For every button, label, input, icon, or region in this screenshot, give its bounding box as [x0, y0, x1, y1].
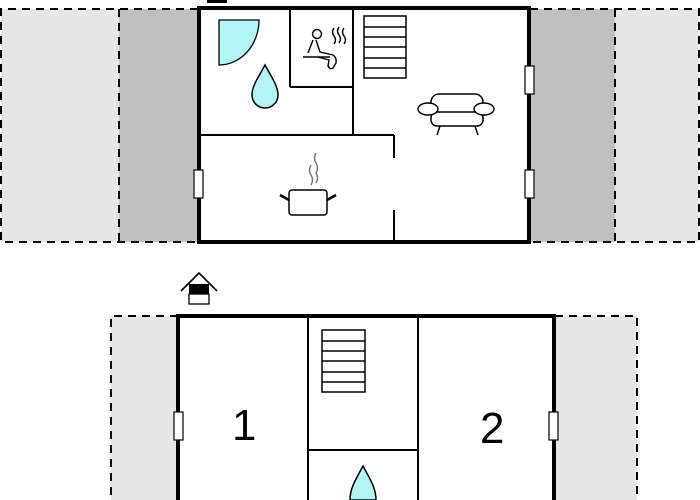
window	[548, 411, 559, 441]
right-terrace	[555, 316, 637, 500]
left-terrace-outer	[1, 9, 119, 242]
window	[193, 169, 204, 199]
ground-floor: 1 2	[110, 271, 638, 500]
sauna-icon	[303, 26, 347, 70]
shower-icon	[218, 19, 260, 66]
left-terrace-outline	[0, 8, 198, 243]
room-label-1: 1	[232, 401, 256, 450]
left-terrace	[111, 316, 178, 500]
armchair-icon	[417, 93, 495, 136]
window	[173, 411, 184, 441]
left-terrace-inner	[119, 9, 198, 242]
room-label-2: 2	[480, 404, 504, 453]
window	[524, 65, 535, 95]
right-terrace-outer	[615, 9, 699, 242]
left-terrace-outline	[110, 315, 178, 500]
cooking-pot-icon	[279, 152, 337, 216]
inner-walls	[307, 316, 419, 500]
house-entrance-icon	[180, 271, 218, 305]
window	[524, 169, 535, 199]
upper-floor	[0, 0, 700, 244]
stairs-icon	[321, 329, 366, 393]
top-marker	[207, 0, 227, 3]
water-drop-icon	[349, 464, 377, 500]
right-terrace-outline	[530, 8, 700, 243]
water-drop-icon	[251, 63, 279, 109]
stairs-icon	[363, 15, 407, 79]
ground-house-walls	[176, 314, 556, 500]
right-terrace-inner	[530, 9, 615, 242]
inner-walls	[199, 8, 395, 242]
